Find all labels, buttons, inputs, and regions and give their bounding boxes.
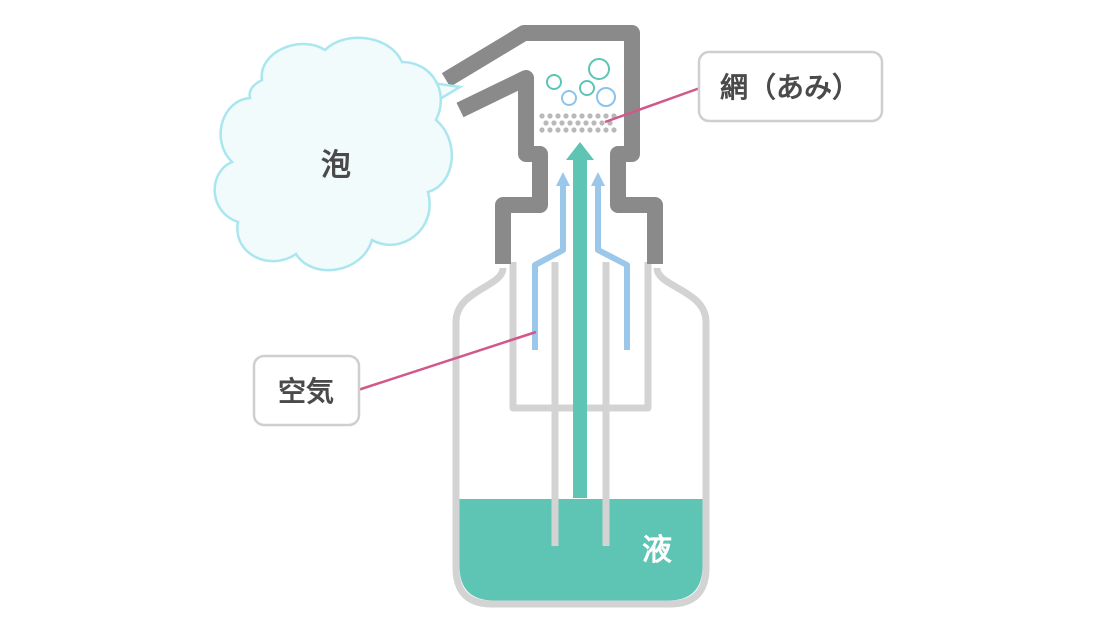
mesh-dot <box>563 113 569 119</box>
mesh-dot <box>555 113 561 119</box>
mesh-dot <box>547 127 553 133</box>
air-arrow-left <box>532 184 566 350</box>
mesh-dot <box>539 113 545 119</box>
mesh-dot <box>603 127 609 133</box>
mesh-dot <box>543 120 549 126</box>
mesh-dot <box>579 127 585 133</box>
air-arrow-right <box>595 184 630 350</box>
foam-cloud: 泡 <box>213 36 464 272</box>
mesh-dot <box>547 113 553 119</box>
mesh-callout-box <box>697 50 884 123</box>
liquid-arrowhead <box>566 142 594 160</box>
mesh-dot <box>559 120 565 126</box>
liquid-label: 液 <box>642 533 672 568</box>
liquid-flow <box>573 158 587 498</box>
liquid <box>459 499 703 601</box>
mesh-dot <box>587 113 593 119</box>
mesh-dot <box>599 120 605 126</box>
bottle-body <box>452 267 710 608</box>
air-callout-box <box>252 354 361 427</box>
mesh-dot <box>563 127 569 133</box>
mesh-dot <box>555 127 561 133</box>
pump-head <box>441 25 663 264</box>
mesh-dot <box>587 127 593 133</box>
mesh-dot <box>591 120 597 126</box>
mesh-dot <box>611 127 617 133</box>
air-arrowhead-right <box>591 172 605 186</box>
bubbles <box>546 58 616 107</box>
air-arrowhead-left <box>556 172 570 186</box>
mesh-callout-line <box>604 86 701 124</box>
mesh-dot <box>595 127 601 133</box>
mesh-dot <box>575 120 581 126</box>
mesh-dot <box>579 113 585 119</box>
air-flow <box>532 184 630 350</box>
mesh-label: 網（あみ） <box>720 71 860 104</box>
air-callout-line <box>357 330 537 392</box>
mesh-dot <box>551 120 557 126</box>
mesh-dot <box>539 127 545 133</box>
foam-shape <box>213 36 453 272</box>
mesh-dot <box>583 120 589 126</box>
mesh-dot <box>571 113 577 119</box>
mesh <box>539 113 617 133</box>
mesh-dot <box>603 113 609 119</box>
mesh-dot <box>567 120 573 126</box>
air-label: 空気 <box>278 375 334 408</box>
mesh-dot <box>595 113 601 119</box>
mesh-dot <box>571 127 577 133</box>
foam-label: 泡 <box>321 148 351 183</box>
